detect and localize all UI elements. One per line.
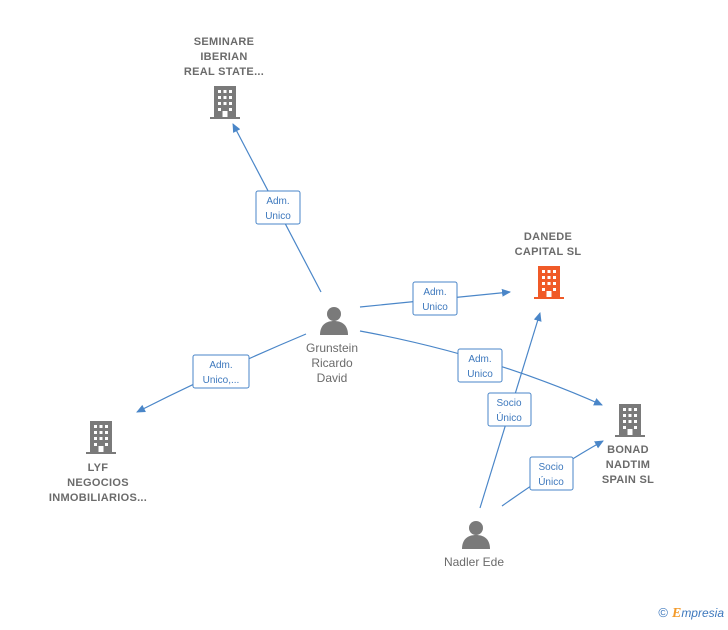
company-name-line-2: IBERIAN — [200, 51, 247, 63]
edge-label-line-2: Unico — [467, 369, 493, 380]
edge-label-line-1: Adm. — [423, 287, 446, 298]
copyright-icon: © — [658, 605, 668, 620]
company-node-bonad[interactable]: BONAD NADTIM SPAIN SL — [602, 404, 654, 486]
edge-label-line-2: Único — [538, 475, 564, 488]
person-name: Nadler Ede — [444, 555, 504, 569]
company-name-line-2: NEGOCIOS — [67, 477, 129, 489]
edge-label-line-2: Unico — [422, 302, 448, 313]
company-name-line-3: SPAIN SL — [602, 474, 654, 486]
edge-label-grunstein-seminare[interactable]: Adm. Unico — [255, 190, 301, 225]
company-node-lyf[interactable]: LYF NEGOCIOS INMOBILIARIOS... — [49, 421, 147, 504]
empresia-brand[interactable]: ©Empresia — [658, 605, 724, 622]
edge-label-line-1: Adm. — [266, 196, 289, 207]
edge-label-line-1: Adm. — [209, 360, 232, 371]
company-name-line-1: SEMINARE — [194, 36, 254, 48]
company-node-danede[interactable]: DANEDE CAPITAL SL — [515, 231, 582, 299]
edge-label-line-1: Socio — [496, 398, 521, 409]
edge-label-grunstein-bonad[interactable]: Adm. Unico — [457, 348, 503, 383]
edge-label-line-1: Adm. — [468, 354, 491, 365]
company-name-line-3: REAL STATE... — [184, 66, 264, 78]
company-name-line-1: DANEDE — [524, 231, 572, 243]
brand-initial: E — [671, 606, 682, 621]
edge-label-grunstein-danede[interactable]: Adm. Unico — [412, 281, 458, 316]
edge-label-nadler-danede[interactable]: Socio Único — [487, 392, 532, 427]
building-icon — [86, 421, 116, 454]
building-icon — [210, 86, 240, 119]
company-name-line-2: NADTIM — [606, 459, 651, 471]
person-icon — [462, 521, 490, 549]
edge-label-line-2: Único — [496, 411, 522, 424]
person-name-line-1: Grunstein — [306, 341, 358, 355]
edge-label-nadler-bonad[interactable]: Socio Único — [529, 456, 574, 491]
person-name-line-2: Ricardo — [311, 356, 353, 370]
building-icon — [615, 404, 645, 437]
edge-label-line-2: Unico,... — [203, 375, 240, 386]
company-name-line-2: CAPITAL SL — [515, 246, 582, 258]
person-node-grunstein[interactable]: Grunstein Ricardo David — [306, 307, 358, 385]
company-name-line-3: INMOBILIARIOS... — [49, 492, 147, 504]
edge-label-line-2: Unico — [265, 211, 291, 222]
person-name-line-3: David — [317, 371, 348, 385]
person-icon — [320, 307, 348, 335]
edge-label-line-1: Socio — [538, 462, 563, 473]
brand-name: mpresia — [681, 606, 724, 620]
company-name-line-1: BONAD — [607, 444, 649, 456]
edge-label-grunstein-lyf[interactable]: Adm. Unico,... — [192, 354, 250, 389]
company-node-seminare[interactable]: SEMINARE IBERIAN REAL STATE... — [184, 36, 264, 119]
person-node-nadler[interactable]: Nadler Ede — [444, 521, 504, 569]
building-icon — [534, 266, 564, 299]
company-name-line-1: LYF — [88, 462, 109, 474]
